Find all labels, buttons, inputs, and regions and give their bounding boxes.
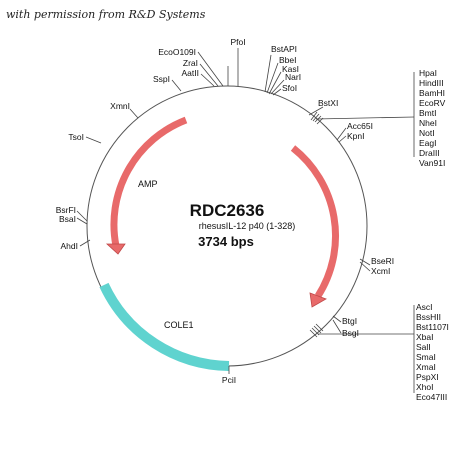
site-label: AhdI bbox=[61, 241, 79, 251]
plasmid-name: RDC2636 bbox=[190, 201, 265, 220]
mcs-upper-labels: HpaI HindIII BamHI EcoRV BmtI NheI NotI … bbox=[419, 68, 446, 168]
cole1-origin-arc bbox=[99, 282, 230, 371]
site-label: HindIII bbox=[419, 78, 444, 88]
site-tick-cluster bbox=[309, 111, 324, 338]
site-label: BseRI bbox=[371, 256, 394, 266]
site-label: BstXI bbox=[318, 98, 338, 108]
site-leader-lines bbox=[76, 48, 415, 393]
site-label: XmaI bbox=[416, 362, 436, 372]
site-label: XmnI bbox=[110, 101, 130, 111]
insert-arrow-head bbox=[309, 292, 327, 308]
site-label: PfoI bbox=[230, 37, 245, 47]
site-label: PspXI bbox=[416, 372, 439, 382]
amp-label: AMP bbox=[138, 179, 158, 189]
site-label: TsoI bbox=[68, 132, 84, 142]
site-label: EcoO109I bbox=[158, 47, 196, 57]
site-label: BbeI bbox=[279, 55, 297, 65]
site-label: BtgI bbox=[342, 316, 357, 326]
site-label: SspI bbox=[153, 74, 170, 84]
site-label: SalI bbox=[416, 342, 431, 352]
site-label: HpaI bbox=[419, 68, 437, 78]
amp-arrow bbox=[110, 116, 188, 247]
site-label: KasI bbox=[282, 64, 299, 74]
site-label: BsrFI bbox=[56, 205, 76, 215]
amp-arrow-head bbox=[105, 243, 126, 255]
site-label: SmaI bbox=[416, 352, 436, 362]
site-label: DraIII bbox=[419, 148, 440, 158]
site-label: KpnI bbox=[347, 131, 365, 141]
insert-label: rhesusIL-12 p40 (1-328) bbox=[199, 221, 296, 231]
left-site-labels: XmnI TsoI BsrFI BsaI AhdI bbox=[56, 101, 130, 251]
site-label: Van91I bbox=[419, 158, 445, 168]
site-label: NarI bbox=[285, 72, 301, 82]
site-label: AscI bbox=[416, 302, 433, 312]
site-label: EcoRV bbox=[419, 98, 446, 108]
site-label: Acc65I bbox=[347, 121, 373, 131]
site-label: PciI bbox=[222, 375, 236, 385]
insert-arrow bbox=[290, 145, 339, 298]
site-label: BstAPI bbox=[271, 44, 297, 54]
site-label: SfoI bbox=[282, 83, 297, 93]
site-label: BsgI bbox=[342, 328, 359, 338]
top-site-labels: EcoO109I ZraI AatII SspI PfoI BstAPI Bbe… bbox=[153, 37, 301, 93]
site-label: BmtI bbox=[419, 108, 436, 118]
credit-note: with permission from R&D Systems bbox=[6, 8, 206, 21]
right-site-labels: BstXI Acc65I KpnI BseRI XcmI BtgI BsgI P… bbox=[222, 98, 394, 385]
site-label: EagI bbox=[419, 138, 437, 148]
plasmid-size: 3734 bps bbox=[198, 234, 254, 249]
site-label: XbaI bbox=[416, 332, 434, 342]
site-label: NheI bbox=[419, 118, 437, 128]
site-label: XhoI bbox=[416, 382, 434, 392]
site-label: AatII bbox=[182, 68, 199, 78]
site-label: BssHII bbox=[416, 312, 441, 322]
site-label: BsaI bbox=[59, 214, 76, 224]
site-label: ZraI bbox=[183, 58, 198, 68]
site-label: XcmI bbox=[371, 266, 390, 276]
cole1-label: COLE1 bbox=[164, 320, 194, 330]
mcs-lower-labels: AscI BssHII Bst1107I XbaI SalI SmaI XmaI… bbox=[416, 302, 449, 402]
site-label: Bst1107I bbox=[416, 322, 449, 332]
site-label: BamHI bbox=[419, 88, 445, 98]
site-label: NotI bbox=[419, 128, 435, 138]
site-label: Eco47III bbox=[416, 392, 447, 402]
